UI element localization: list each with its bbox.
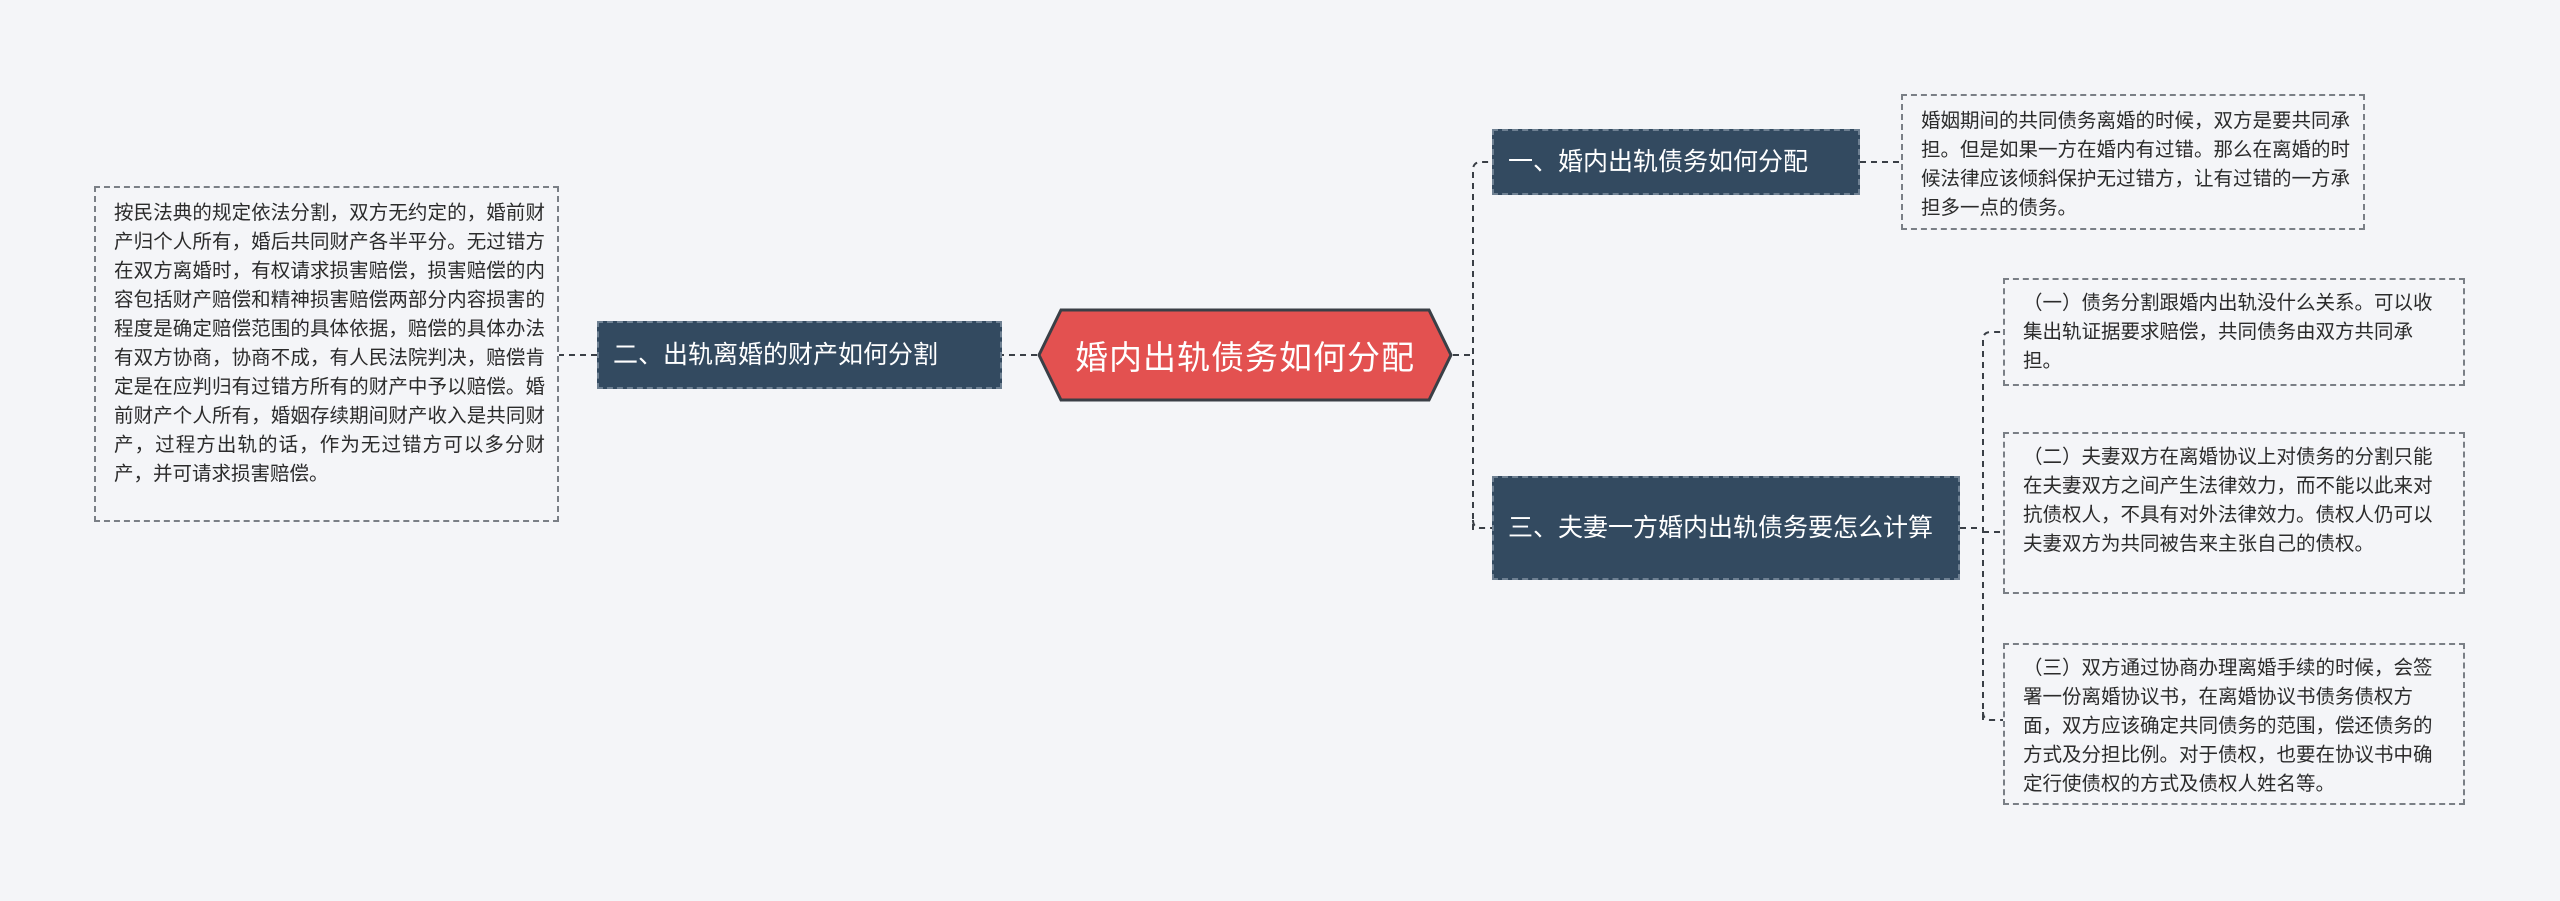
note-right-3-1-text: （一）债务分割跟婚内出轨没什么关系。可以收集出轨证据要求赔偿，共同债务由双方共同… [2023, 291, 2433, 372]
connector-right-branch-3 [1472, 519, 1492, 529]
central-topic[interactable]: 婚内出轨债务如何分配 [1037, 308, 1453, 402]
note-right-3-2-text: （二）夫妻双方在离婚协议上对债务的分割只能在夫妻双方之间产生法律效力，而不能以此… [2023, 445, 2433, 555]
note-right-1-text: 婚姻期间的共同债务离婚的时候，双方是要共同承担。但是如果一方在婚内有过错。那么在… [1921, 109, 2351, 219]
topic-right-3[interactable]: 三、夫妻一方婚内出轨债务要怎么计算 [1492, 476, 1960, 580]
connector-topic3-trunk [1982, 331, 2003, 720]
note-right-3-3-text: （三）双方通过协商办理离婚手续的时候，会签署一份离婚协议书，在离婚协议书债务债权… [2023, 656, 2433, 795]
topic-right-1-label: 一、婚内出轨债务如何分配 [1508, 147, 1809, 176]
topic-left[interactable]: 二、出轨离婚的财产如何分割 [597, 321, 1002, 389]
note-right-3-3: （三）双方通过协商办理离婚手续的时候，会签署一份离婚协议书，在离婚协议书债务债权… [2003, 643, 2465, 805]
topic-right-3-label: 三、夫妻一方婚内出轨债务要怎么计算 [1508, 513, 1934, 542]
connector-right-trunk [1472, 161, 1492, 530]
note-left-text: 按民法典的规定依法分割，双方无约定的，婚前财产归个人所有，婚后共同财产各半平分。… [114, 201, 545, 485]
note-right-1: 婚姻期间的共同债务离婚的时候，双方是要共同承担。但是如果一方在婚内有过错。那么在… [1901, 94, 2365, 230]
topic-left-label: 二、出轨离婚的财产如何分割 [613, 340, 939, 369]
connector-topic3-note3 [1982, 711, 2003, 721]
central-topic-label: 婚内出轨债务如何分配 [1075, 338, 1415, 377]
central-topic-shape [1037, 308, 1453, 402]
topic-right-1[interactable]: 一、婚内出轨债务如何分配 [1492, 129, 1860, 195]
note-right-3-1: （一）债务分割跟婚内出轨没什么关系。可以收集出轨证据要求赔偿，共同债务由双方共同… [2003, 278, 2465, 386]
note-left: 按民法典的规定依法分割，双方无约定的，婚前财产归个人所有，婚后共同财产各半平分。… [94, 186, 559, 522]
note-right-3-2: （二）夫妻双方在离婚协议上对债务的分割只能在夫妻双方之间产生法律效力，而不能以此… [2003, 432, 2465, 594]
